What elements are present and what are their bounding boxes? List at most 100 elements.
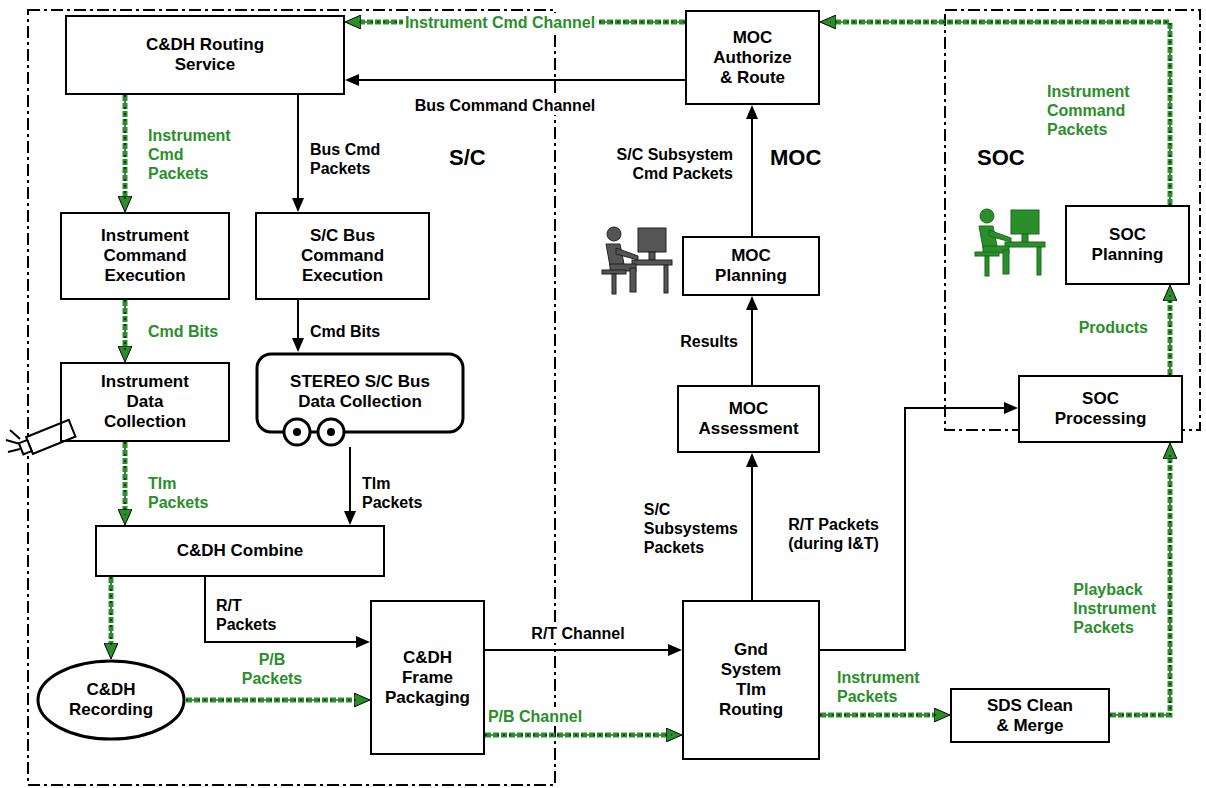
realtime-line xyxy=(355,79,685,81)
edge-label: Results xyxy=(678,332,740,351)
realtime-line xyxy=(751,115,753,236)
edge-label: P/B Packets xyxy=(240,650,304,688)
telescope-tube xyxy=(26,420,75,454)
head xyxy=(980,209,994,223)
node-text: MOC Authorize & Route xyxy=(708,28,798,88)
connectors xyxy=(111,22,1170,735)
node-text: STEREO S/C Bus Data Collection xyxy=(275,372,445,412)
shin xyxy=(630,268,636,292)
region-label: SOC xyxy=(975,145,1027,170)
operator-icon xyxy=(602,227,672,294)
connector xyxy=(125,442,126,515)
realtime-line xyxy=(485,649,672,651)
edge-label: Instrument Cmd Channel xyxy=(403,13,597,32)
line-hatch xyxy=(124,300,125,352)
light-ray xyxy=(8,449,20,452)
node-text: C&DH Frame Packaging xyxy=(380,648,475,708)
connector xyxy=(485,735,672,736)
connector xyxy=(485,650,672,651)
realtime-line xyxy=(751,306,753,385)
process-box: MOC Assessment xyxy=(677,385,820,453)
edge-label: R/T Packets xyxy=(214,596,279,634)
realtime-line xyxy=(349,447,351,515)
edge-label: Instrument Packets xyxy=(835,668,922,706)
process-box: C&DH Combine xyxy=(95,525,385,577)
wheel-hub xyxy=(327,428,335,436)
edge-label: Cmd Bits xyxy=(308,322,382,341)
operator-icon xyxy=(975,209,1045,276)
wheel-hub xyxy=(293,428,301,436)
connector xyxy=(298,300,299,342)
line-hatch xyxy=(124,442,125,515)
arm xyxy=(989,230,1011,242)
head xyxy=(607,227,621,241)
bus-shape: STEREO S/C Bus Data Collection xyxy=(255,352,465,447)
node-text: S/C Bus Command Execution xyxy=(283,226,403,286)
edge-label: S/C Subsystems Packets xyxy=(642,500,740,557)
process-box: C&DH Frame Packaging xyxy=(370,600,485,755)
process-box: MOC Authorize & Route xyxy=(685,10,820,105)
playback-line xyxy=(186,698,360,703)
monitor xyxy=(638,228,666,252)
realtime-line xyxy=(751,463,753,600)
node-text: SDS Clean & Merge xyxy=(983,696,1078,736)
line-hatch xyxy=(485,734,672,735)
playback-line xyxy=(485,733,672,738)
connector xyxy=(350,447,351,515)
node-text: Instrument Command Execution xyxy=(85,226,205,286)
connector xyxy=(205,577,360,642)
bus-wheel xyxy=(284,419,310,445)
realtime-line xyxy=(297,300,299,342)
connector xyxy=(752,306,753,385)
bus-body xyxy=(257,354,463,432)
light-ray xyxy=(6,440,20,444)
playback-line xyxy=(830,22,1170,205)
light-ray xyxy=(10,430,20,439)
line-hatch xyxy=(1169,295,1170,375)
process-box: SOC Planning xyxy=(1065,205,1190,285)
desk-leg xyxy=(664,265,668,293)
node-text: SOC Processing xyxy=(1046,389,1156,429)
line-hatch xyxy=(186,699,360,700)
edge-label: Products xyxy=(1077,318,1150,337)
playback-line xyxy=(820,713,940,718)
desk-leg xyxy=(1037,247,1041,275)
soc-region xyxy=(945,10,1200,430)
node-text: Instrument Data Collection xyxy=(95,372,195,432)
playback-line xyxy=(1168,295,1173,375)
playback-line xyxy=(123,300,128,352)
bus-wheel xyxy=(318,419,344,445)
line-hatch xyxy=(124,95,125,202)
chair-seat xyxy=(975,252,999,256)
instrument-telescope xyxy=(6,420,75,457)
edge-label: Playback Instrument Packets xyxy=(1071,580,1158,637)
desk xyxy=(632,260,672,265)
spacecraft-region xyxy=(28,10,555,785)
desk xyxy=(1005,242,1045,247)
edge-label: R/T Packets (during I&T) xyxy=(774,515,893,553)
chair-leg xyxy=(612,274,616,294)
node-text: MOC Planning xyxy=(706,246,796,286)
playback-line xyxy=(123,95,128,202)
chair-seat xyxy=(602,270,626,274)
node-text: C&DH Combine xyxy=(177,541,304,561)
process-box: SOC Processing xyxy=(1018,375,1183,443)
edge-label: Tlm Packets xyxy=(146,474,211,512)
chair-leg xyxy=(985,256,989,276)
node-text: C&DH Recording xyxy=(66,680,156,720)
node-text: C&DH Routing Service xyxy=(138,35,273,75)
region-label: MOC xyxy=(768,145,823,170)
shin xyxy=(1003,250,1009,274)
connector xyxy=(752,463,753,600)
connector xyxy=(1170,295,1171,375)
realtime-line xyxy=(297,95,299,202)
telescope-lens xyxy=(19,440,32,454)
connector xyxy=(186,700,360,701)
monitor xyxy=(1011,210,1039,234)
realtime-line xyxy=(205,577,360,642)
arm xyxy=(616,248,638,260)
process-box: MOC Planning xyxy=(682,236,820,296)
line-hatch xyxy=(110,577,111,649)
edge-label: P/B Channel xyxy=(486,707,584,726)
edge-label: Bus Cmd Packets xyxy=(308,140,397,178)
